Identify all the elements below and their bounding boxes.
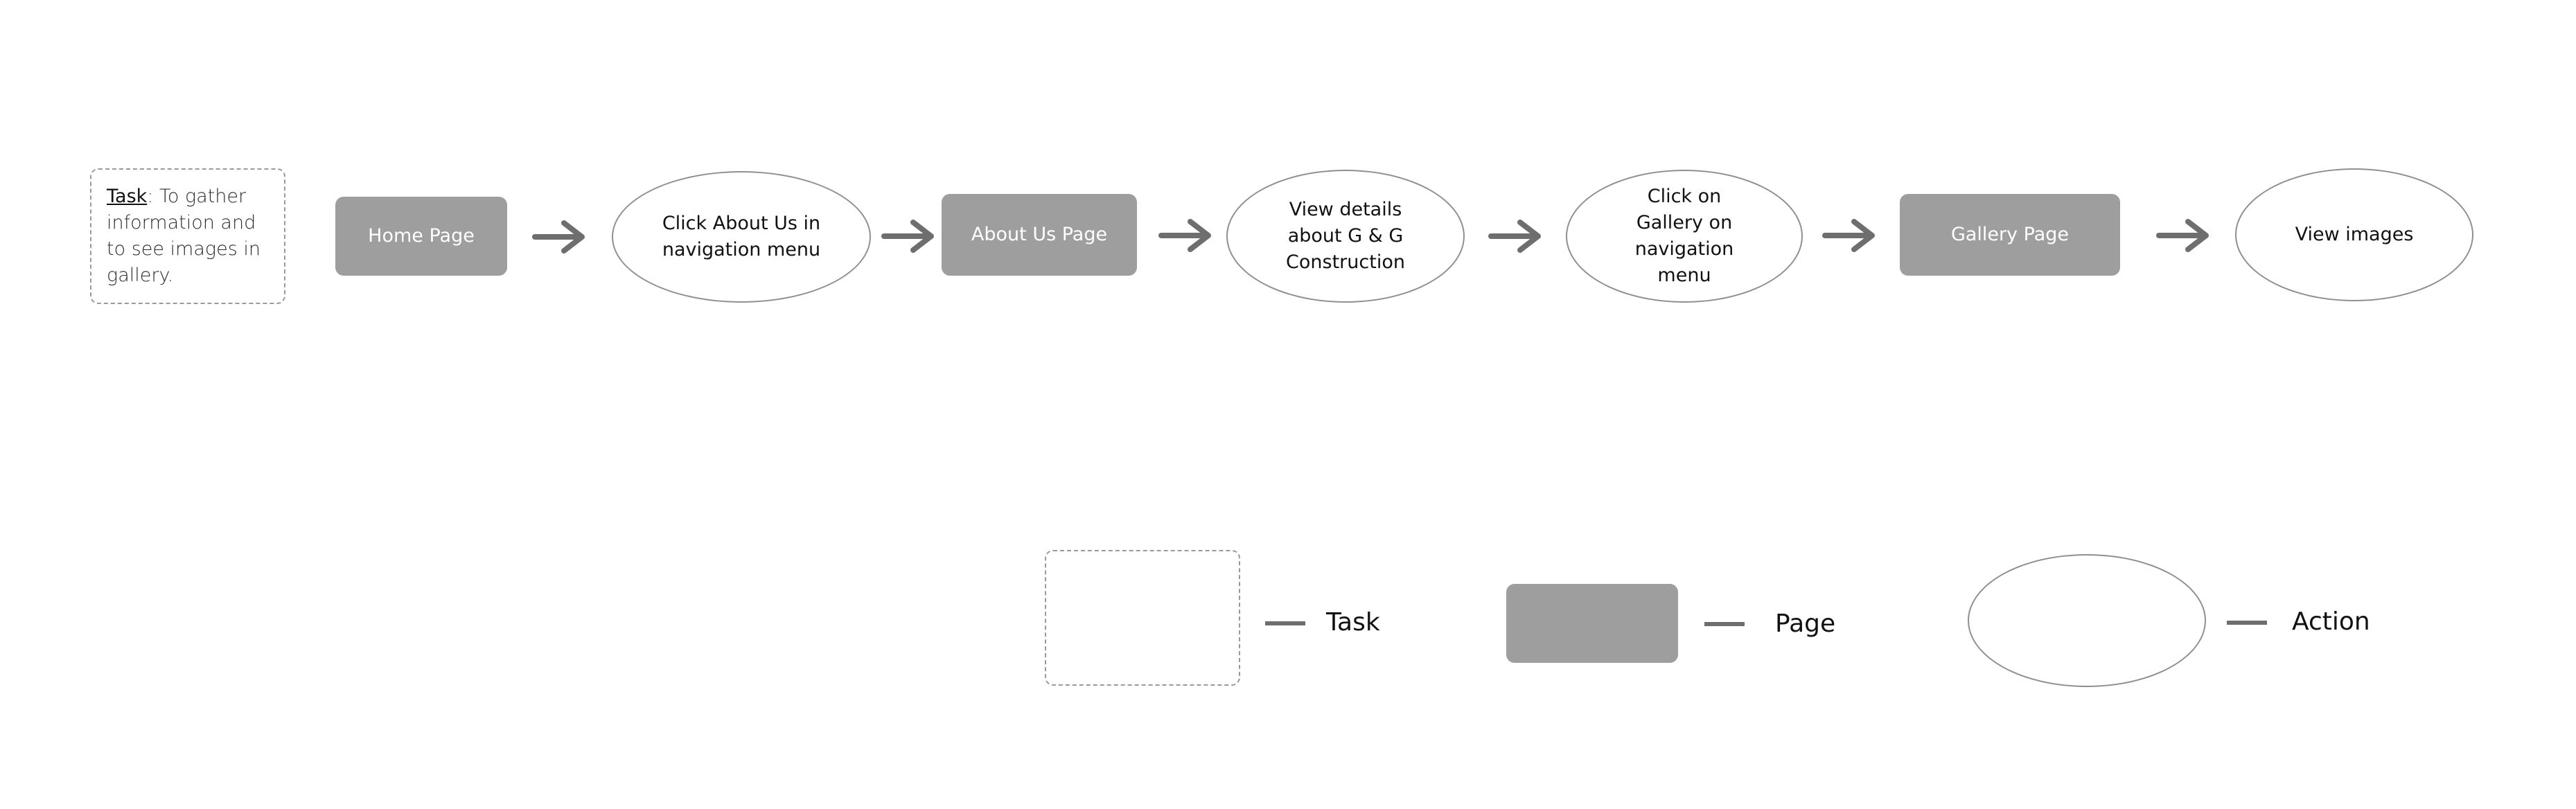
gallery-page-label: Gallery Page xyxy=(1950,224,2070,245)
arrow-icon xyxy=(1488,220,1541,253)
gallery-page-node: Gallery Page xyxy=(1900,194,2120,276)
arrow-icon xyxy=(1158,219,1211,252)
click-gallery-label: Click on Gallery on navigation menu xyxy=(1634,186,1734,286)
legend-task-label: Task xyxy=(1326,608,1380,637)
about-us-page-node: About Us Page xyxy=(942,194,1137,276)
view-details-label: View details about G & G Construction xyxy=(1286,199,1405,273)
view-details-action-node: View details about G & G Construction xyxy=(1226,170,1465,303)
legend-action-dash xyxy=(2227,621,2267,625)
task-box: Task: To gather information and to see i… xyxy=(90,168,285,304)
click-gallery-action-node: Click on Gallery on navigation menu xyxy=(1566,170,1803,303)
arrow-icon xyxy=(1822,219,1875,252)
legend-task-swatch xyxy=(1045,550,1240,686)
legend-action-label: Action xyxy=(2292,607,2370,636)
click-about-label: Click About Us in navigation menu xyxy=(662,213,821,260)
about-us-page-label: About Us Page xyxy=(971,224,1108,245)
arrow-icon xyxy=(532,220,585,254)
arrow-icon xyxy=(881,220,934,253)
legend-page-label: Page xyxy=(1775,610,1836,638)
task-label: Task xyxy=(107,186,148,207)
legend-page-swatch xyxy=(1506,584,1678,663)
home-page-label: Home Page xyxy=(368,225,475,247)
arrow-icon xyxy=(2156,219,2209,252)
legend-page-dash xyxy=(1704,622,1745,626)
task-text: Task: To gather information and to see i… xyxy=(91,184,284,289)
view-images-label: View images xyxy=(2295,224,2414,245)
legend-action-swatch xyxy=(1968,554,2206,687)
click-about-action-node: Click About Us in navigation menu xyxy=(612,171,871,303)
task-description: : To gather information and to see image… xyxy=(107,186,261,286)
view-images-action-node: View images xyxy=(2235,168,2473,301)
legend-task-dash xyxy=(1265,621,1305,625)
home-page-node: Home Page xyxy=(335,197,507,276)
